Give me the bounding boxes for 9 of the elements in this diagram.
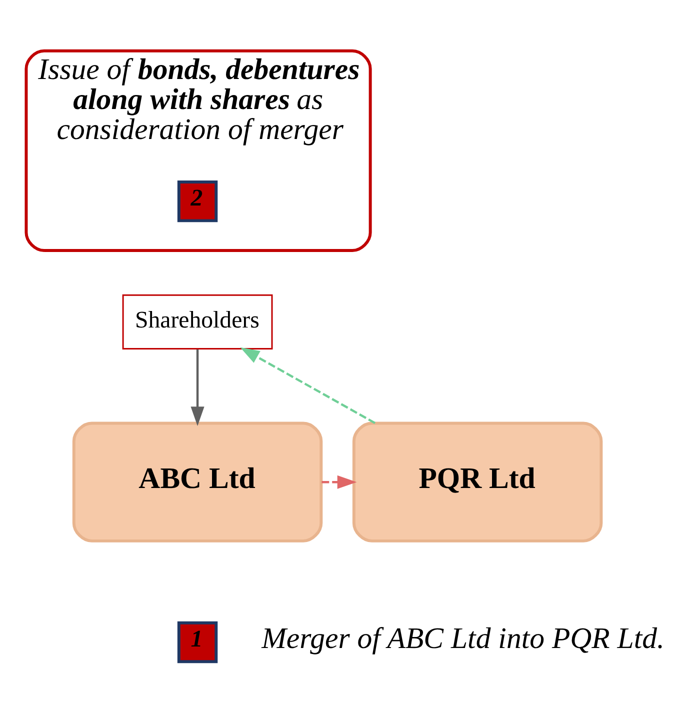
node-box: ABC Ltd [72,422,323,542]
node-label: Merger of ABC Ltd into PQR Ltd. [262,622,664,656]
arrow [322,475,357,489]
node-box: 1 [177,621,218,664]
arrow [190,349,204,426]
node-box: 2 [177,180,218,222]
arrow [240,347,376,424]
node-box: Shareholders [122,294,273,350]
node-box: PQR Ltd [352,422,603,542]
